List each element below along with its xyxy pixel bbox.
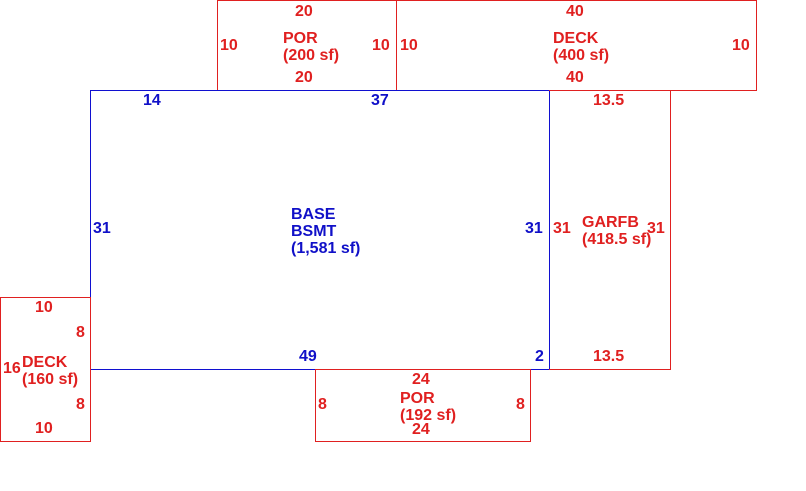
base-dim-top-left: 14 — [143, 92, 161, 109]
base-dim-top-mid: 37 — [371, 92, 389, 109]
porch-top-dim-top: 20 — [295, 3, 313, 20]
base-name-2: BSMT — [291, 223, 337, 240]
deck-top-dim-left: 10 — [400, 37, 418, 54]
porch-top-label: POR (200 sf) — [283, 30, 339, 64]
base-dim-right: 31 — [525, 220, 543, 237]
deck-left-area — [0, 297, 91, 442]
deck-left-label: DECK (160 sf) — [22, 354, 78, 388]
base-dim-bottom: 49 — [299, 348, 317, 365]
porch-bottom-dim-left: 8 — [318, 396, 327, 413]
base-label: BASE BSMT (1,581 sf) — [291, 206, 360, 257]
garage-name: GARFB — [582, 214, 639, 231]
deck-top-dim-bottom: 40 — [566, 69, 584, 86]
porch-bottom-dim-bottom: 24 — [412, 421, 430, 438]
deck-left-size: (160 sf) — [22, 371, 79, 388]
deck-left-dim-left: 16 — [3, 360, 21, 377]
porch-bottom-area — [315, 369, 531, 442]
deck-left-dim-right-upper: 8 — [76, 324, 85, 341]
deck-left-dim-right-lower: 8 — [76, 396, 85, 413]
garage-dim-top: 13.5 — [593, 92, 625, 109]
garage-size: (418.5 sf) — [582, 231, 652, 248]
deck-left-dim-top: 10 — [35, 299, 53, 316]
porch-bottom-size: (192 sf) — [400, 407, 457, 424]
porch-top-dim-left: 10 — [220, 37, 238, 54]
base-size: (1,581 sf) — [291, 240, 361, 257]
porch-bottom-name: POR — [400, 390, 435, 407]
porch-bottom-dim-top: 24 — [412, 371, 430, 388]
porch-top-dim-bottom: 20 — [295, 69, 313, 86]
garage-dim-left: 31 — [553, 220, 571, 237]
deck-top-size: (400 sf) — [553, 47, 610, 64]
garage-area — [549, 90, 671, 370]
porch-top-size: (200 sf) — [283, 47, 340, 64]
deck-top-dim-top: 40 — [566, 3, 584, 20]
porch-top-name: POR — [283, 30, 318, 47]
base-dim-bottom-right: 2 — [535, 348, 544, 365]
deck-top-dim-right: 10 — [732, 37, 750, 54]
deck-top-name: DECK — [553, 30, 599, 47]
deck-top-label: DECK (400 sf) — [553, 30, 609, 64]
deck-left-name: DECK — [22, 354, 68, 371]
base-dim-left: 31 — [93, 220, 111, 237]
garage-dim-right: 31 — [647, 220, 665, 237]
base-name-1: BASE — [291, 206, 336, 223]
porch-bottom-label: POR (192 sf) — [400, 390, 456, 424]
deck-left-dim-bottom: 10 — [35, 420, 53, 437]
porch-top-dim-right: 10 — [372, 37, 390, 54]
garage-label: GARFB (418.5 sf) — [582, 214, 651, 248]
porch-bottom-dim-right: 8 — [516, 396, 525, 413]
garage-dim-bottom: 13.5 — [593, 348, 625, 365]
